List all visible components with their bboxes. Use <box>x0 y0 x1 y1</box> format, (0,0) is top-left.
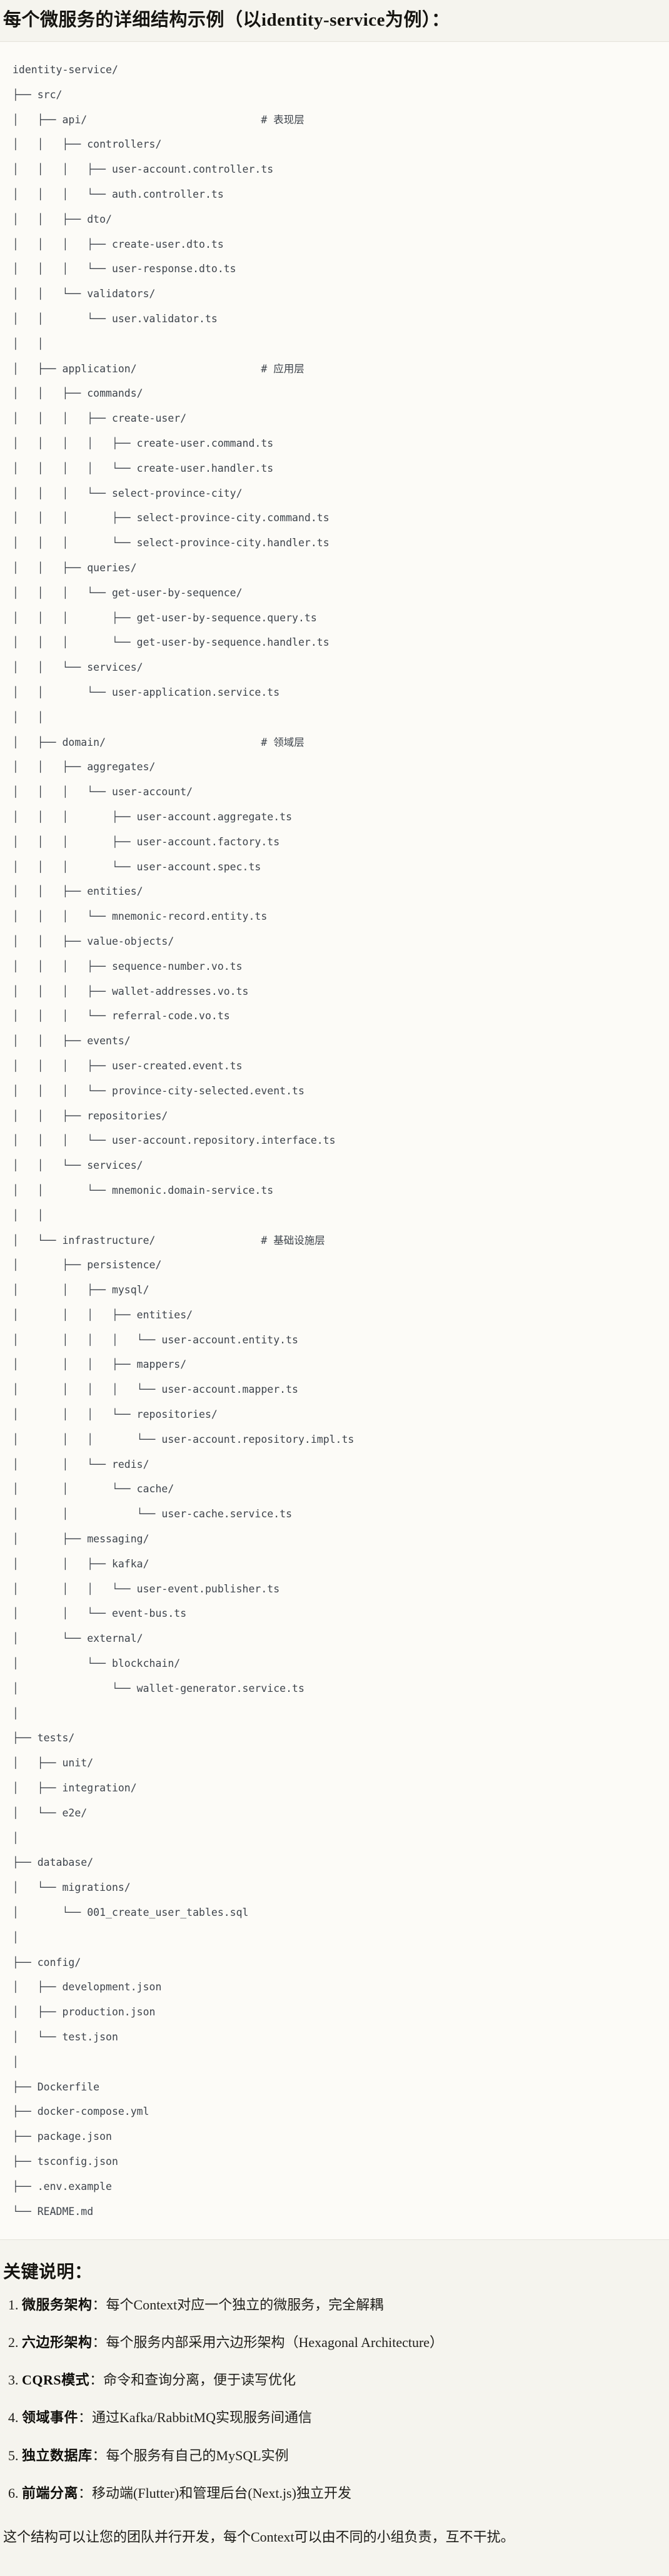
note-separator: ： <box>92 2297 106 2313</box>
note-term: 独立数据库 <box>22 2447 93 2463</box>
note-item-domain-events: 领域事件：通过Kafka/RabbitMQ实现服务间通信 <box>22 2408 664 2426</box>
page-title: 每个微服务的详细结构示例（以identity-service为例）： <box>3 10 450 30</box>
notes-heading: 关键说明： <box>3 2263 93 2283</box>
note-term: 六边形架构 <box>22 2334 93 2351</box>
note-desc: 命令和查询分离，便于读写优化 <box>103 2372 296 2388</box>
note-separator: ： <box>92 2447 106 2463</box>
note-desc: 每个服务内部采用六边形架构（Hexagonal Architecture） <box>106 2334 444 2351</box>
note-desc: 每个Context对应一个独立的微服务，完全解耦 <box>106 2297 384 2313</box>
note-separator: ： <box>78 2485 93 2501</box>
note-term: 前端分离 <box>22 2485 79 2501</box>
notes-section: 关键说明： 微服务架构：每个Context对应一个独立的微服务，完全解耦 六边形… <box>0 2258 669 2562</box>
note-item-microservices: 微服务架构：每个Context对应一个独立的微服务，完全解耦 <box>22 2296 664 2314</box>
notes-list: 微服务架构：每个Context对应一个独立的微服务，完全解耦 六边形架构：每个服… <box>3 2296 664 2502</box>
note-desc: 移动端(Flutter)和管理后台(Next.js)独立开发 <box>92 2485 351 2501</box>
directory-tree: identity-service/ ├── src/ │ ├── api/ # … <box>13 64 355 2217</box>
note-desc: 每个服务有自己的MySQL实例 <box>106 2447 289 2463</box>
note-separator: ： <box>78 2410 93 2426</box>
note-item-hexagonal: 六边形架构：每个服务内部采用六边形架构（Hexagonal Architectu… <box>22 2333 664 2351</box>
note-item-cqrs: CQRS模式：命令和查询分离，便于读写优化 <box>22 2371 664 2389</box>
note-term: CQRS模式 <box>22 2372 90 2388</box>
closing-paragraph: 这个结构可以让您的团队并行开发，每个Context可以由不同的小组负责，互不干扰… <box>3 2528 515 2545</box>
code-block: identity-service/ ├── src/ │ ├── api/ # … <box>0 41 669 2241</box>
note-separator: ： <box>92 2334 106 2351</box>
note-item-frontend-split: 前端分离：移动端(Flutter)和管理后台(Next.js)独立开发 <box>22 2484 664 2502</box>
note-desc: 通过Kafka/RabbitMQ实现服务间通信 <box>92 2410 312 2426</box>
note-item-independent-db: 独立数据库：每个服务有自己的MySQL实例 <box>22 2446 664 2465</box>
note-term: 微服务架构 <box>22 2297 93 2313</box>
note-separator: ： <box>89 2372 104 2388</box>
note-term: 领域事件 <box>22 2410 79 2426</box>
